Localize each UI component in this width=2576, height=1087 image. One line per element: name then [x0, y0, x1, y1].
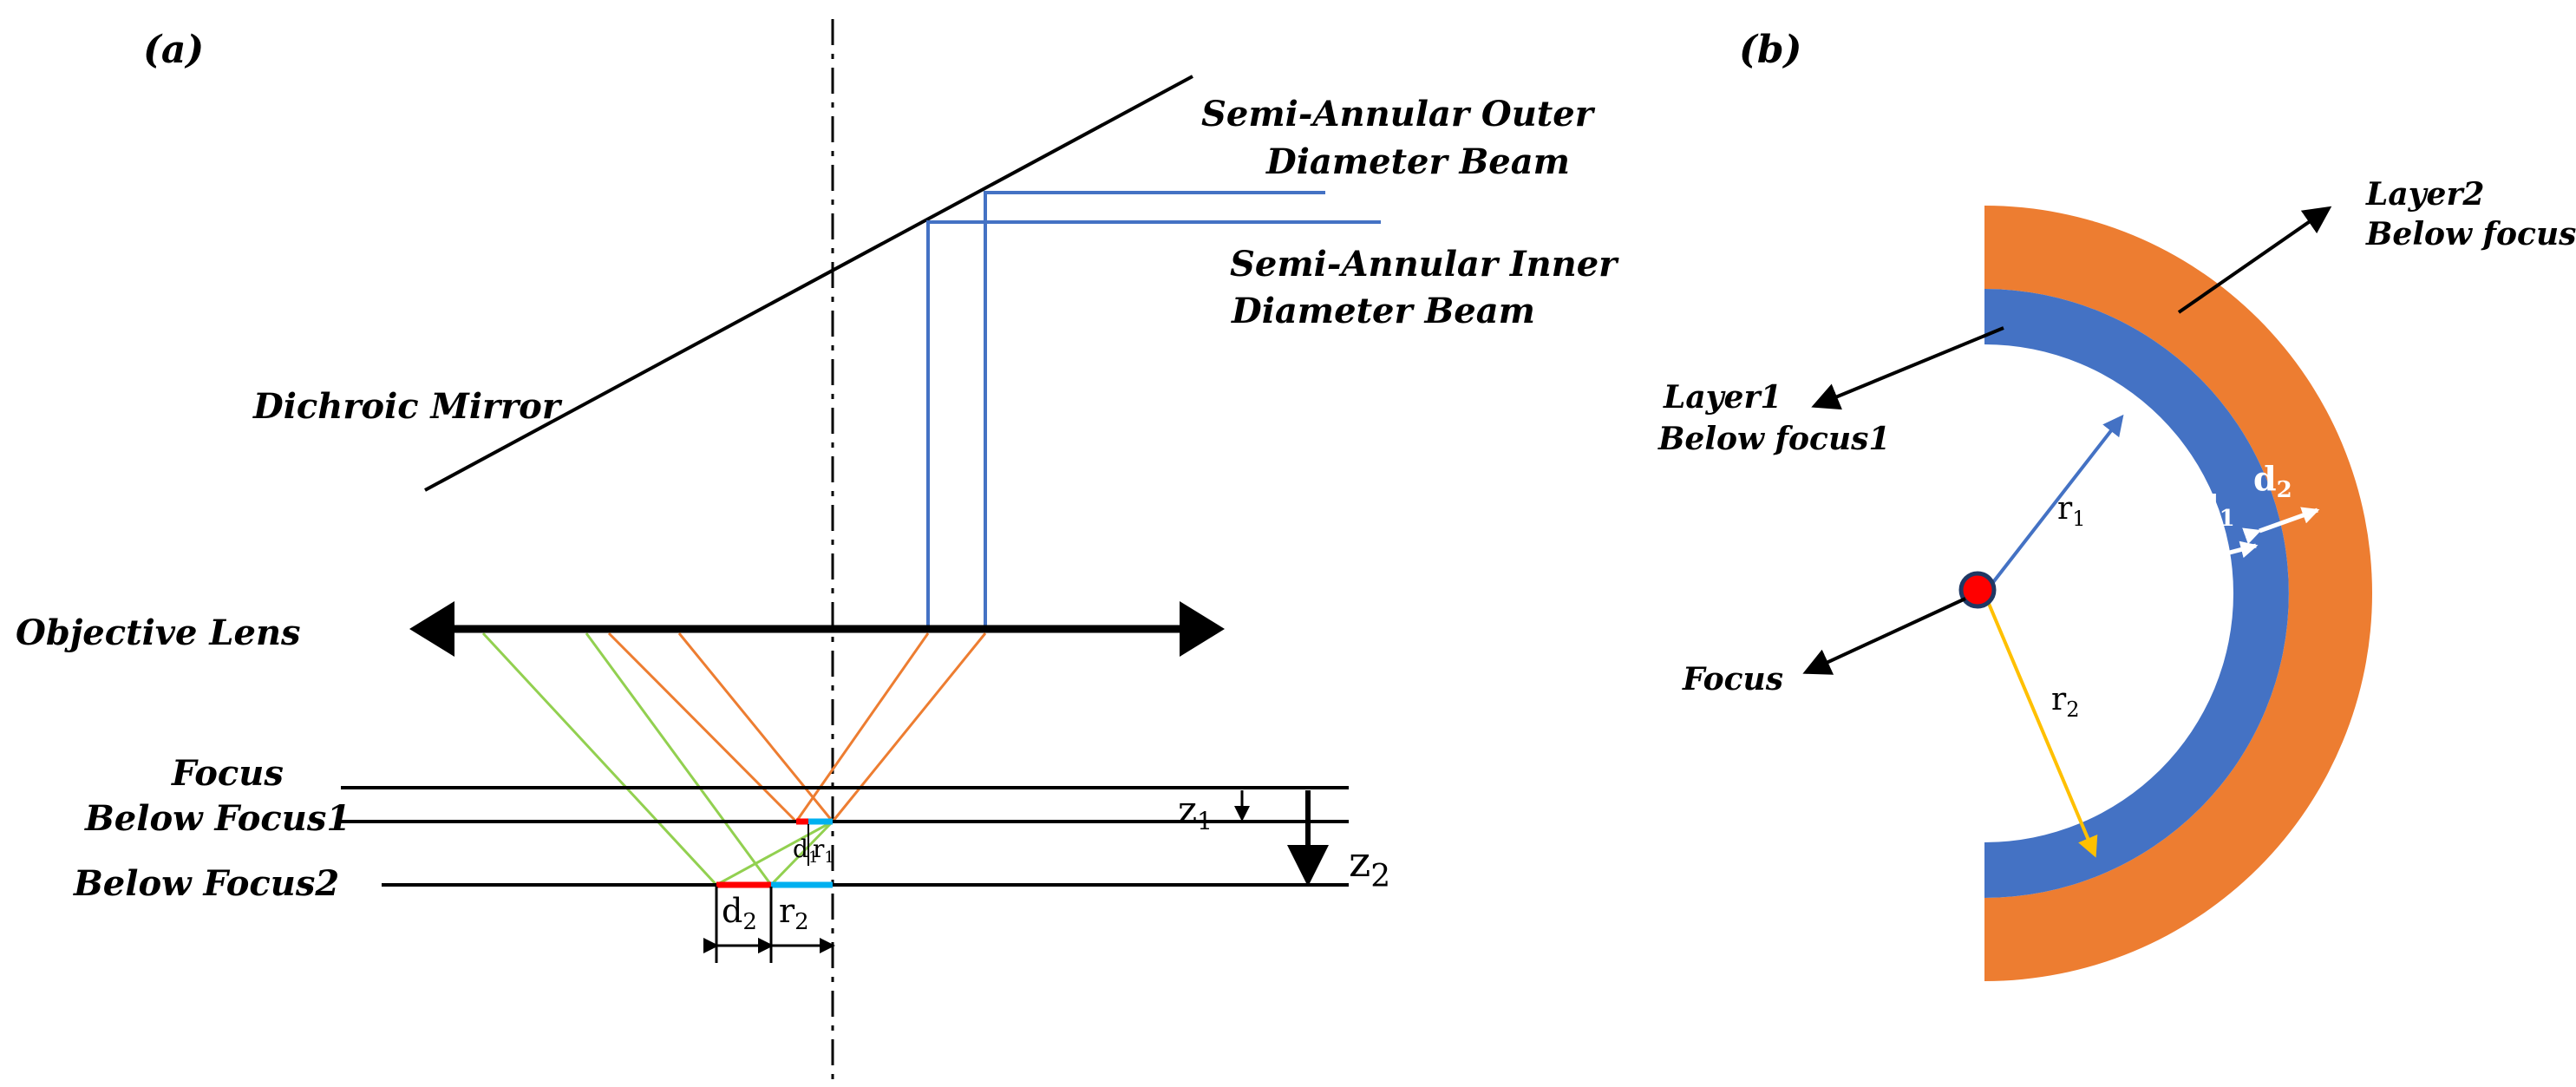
layer1-pointer-arrow: [1811, 326, 2004, 410]
lens-left-arrow-icon: [409, 601, 454, 657]
r2-label-a: r2: [779, 892, 809, 935]
z2-label: z2: [1349, 838, 1390, 894]
r1-label-b: r1: [2057, 491, 2086, 531]
focus-pointer-arrow: [1802, 597, 1966, 675]
r1-label-a: r1: [813, 835, 834, 867]
outer-diameter-beam: [984, 191, 1325, 626]
layer1-annulus: [1984, 289, 2289, 898]
d1-thickness-arrow: [2186, 540, 2259, 573]
panel-b-tag: (b): [1739, 28, 1801, 72]
focus-label-b: Focus: [1682, 661, 1783, 697]
dichroic-mirror: [424, 75, 1193, 492]
panel-a: (a) Semi-Annular Outer Diameter Beam Sem…: [16, 19, 1619, 1080]
layer2-pointer-arrow: [2177, 206, 2332, 314]
r2-label-b: r2: [2051, 682, 2080, 722]
lens-label: Objective Lens: [16, 612, 301, 653]
d2-label-b: d2: [2253, 459, 2292, 503]
green-ray: [481, 632, 718, 887]
inner-diameter-beam: [926, 220, 1381, 626]
green-ray: [585, 632, 773, 886]
r2-radius-arrow: [1983, 593, 2098, 858]
outer-beam-label-line2: Diameter Beam: [1265, 141, 1570, 182]
focus-label: Focus: [171, 753, 284, 794]
green-ray: [769, 820, 834, 887]
below-focus1-label: Below Focus1: [84, 798, 350, 839]
layer1-label-line2: Below focus1: [1657, 421, 1890, 457]
outer-beam-label-line1: Semi-Annular Outer: [1201, 94, 1596, 134]
orange-ray: [794, 632, 930, 822]
mirror-label: Dichroic Mirror: [252, 386, 563, 427]
orange-ray: [831, 632, 987, 822]
layer2-annulus: [1984, 206, 2372, 981]
layer2-label-line2: Below focus2: [2365, 216, 2576, 252]
d2-label-a: d2: [722, 892, 757, 935]
inner-beam-label-line2: Diameter Beam: [1231, 291, 1535, 331]
d1-label-b: d1: [2196, 488, 2235, 532]
panel-a-tag: (a): [143, 28, 204, 72]
layer2-label-line1: Layer2: [2365, 176, 2484, 213]
r1-radius-arrow: [1983, 414, 2124, 595]
layer1-label-line1: Layer1: [1663, 379, 1782, 416]
focus-dot: [1958, 571, 1997, 609]
d1-label-a: d1: [793, 835, 818, 867]
z1-label: z1: [1178, 789, 1213, 835]
lens-right-arrow-icon: [1180, 601, 1225, 657]
green-ray: [716, 820, 834, 887]
orange-ray: [677, 632, 834, 822]
panel-b: (b) r1 r2 d1 d2 Layer2 Below focus2: [1657, 28, 2576, 981]
inner-beam-label-line1: Semi-Annular Inner: [1230, 244, 1619, 285]
d2-thickness-arrow: [2242, 507, 2320, 545]
below-focus2-label: Below Focus2: [73, 863, 339, 904]
orange-ray: [607, 632, 798, 823]
